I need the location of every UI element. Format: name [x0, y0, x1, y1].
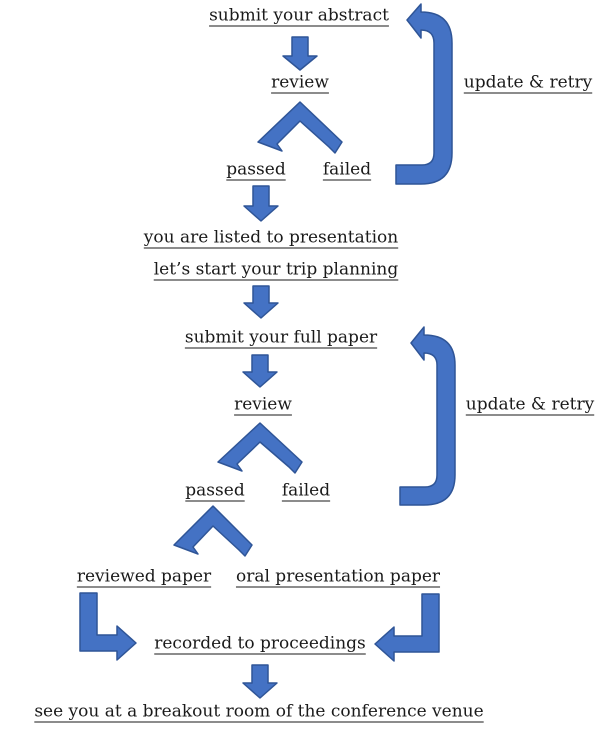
arrow-reviewed-to-proceedings: [79, 592, 137, 661]
down-arrow-proceedings-to-final: [242, 664, 278, 699]
down-arrow-submit-to-review-1: [282, 36, 318, 71]
recorded-proceedings-label: recorded to proceedings: [154, 633, 366, 654]
down-arrow-passed-to-listed: [243, 185, 279, 222]
passed-label-2: passed: [185, 480, 245, 501]
review-label-2: review: [234, 394, 292, 415]
fork-arrow-review-to-outcomes-2: [217, 422, 303, 474]
update-retry-label-2: update & retry: [465, 394, 595, 415]
retry-loop-arrow-1: [395, 3, 453, 185]
fork-arrow-passed-to-papers: [173, 505, 253, 557]
review-label-1: review: [271, 72, 329, 93]
final-venue-label: see you at a breakout room of the confer…: [34, 701, 484, 722]
reviewed-paper-label: reviewed paper: [76, 566, 212, 587]
down-arrow-trip-to-fullpaper: [243, 285, 279, 319]
submit-abstract-label: submit your abstract: [209, 5, 389, 26]
passed-label-1: passed: [226, 159, 286, 180]
fork-arrow-review-to-outcomes-1: [257, 101, 343, 154]
failed-label-1: failed: [322, 159, 372, 180]
submit-full-paper-label: submit your full paper: [184, 327, 378, 348]
retry-loop-arrow-2: [399, 326, 456, 506]
trip-planning-label: let’s start your trip planning: [153, 259, 399, 280]
listed-label: you are listed to presentation: [143, 227, 399, 248]
failed-label-2: failed: [281, 480, 331, 501]
update-retry-label-1: update & retry: [463, 72, 593, 93]
oral-presentation-paper-label: oral presentation paper: [235, 566, 441, 587]
down-arrow-submit-to-review-2: [242, 354, 278, 388]
arrow-oral-to-proceedings: [374, 593, 440, 662]
